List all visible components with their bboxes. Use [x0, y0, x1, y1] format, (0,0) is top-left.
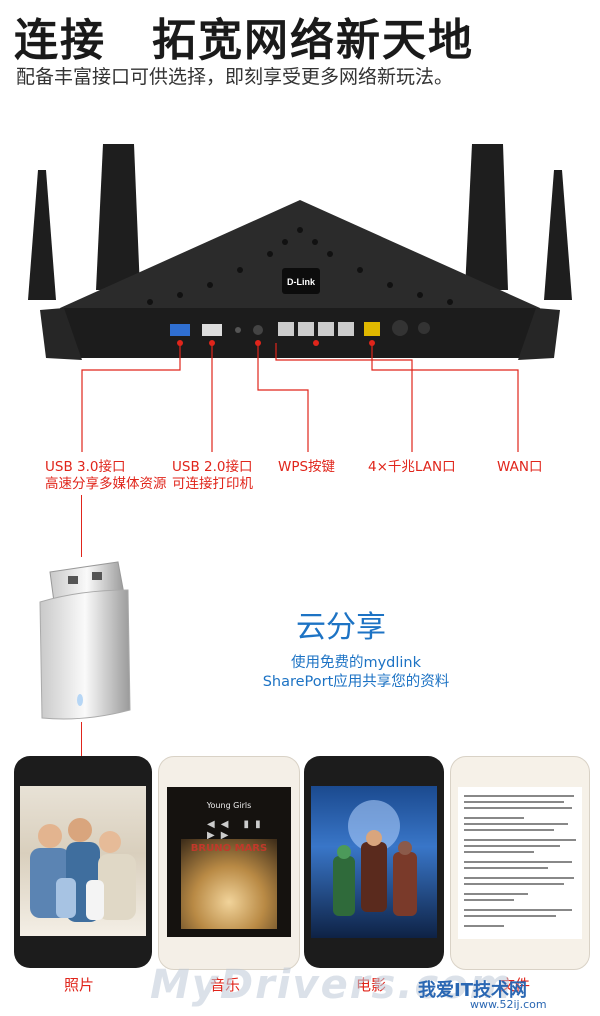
- page-subtitle: 配备丰富接口可供选择，即刻享受更多网络新玩法。: [16, 66, 454, 88]
- usb-callout-line: [81, 495, 82, 557]
- port-label-usb3: USB 3.0接口 高速分享多媒体资源: [45, 459, 167, 492]
- phone-music: Young Girls ◀◀ ▮▮ ▶▶ BRUNO MARS: [158, 756, 300, 970]
- movie-poster: [333, 800, 417, 916]
- cloud-share-description: 使用免费的mydlink SharePort应用共享您的资料: [262, 655, 450, 690]
- router-top: [60, 200, 540, 308]
- router-brand: D-Link: [287, 277, 316, 287]
- phone-movie: [304, 756, 444, 968]
- port-label-wan: WAN口: [497, 459, 543, 475]
- port-label-wps: WPS按键: [278, 459, 336, 475]
- lan-port-2: [298, 322, 314, 336]
- watermark-mydrivers: MyDrivers.com: [150, 962, 514, 1008]
- label-movie: 电影: [356, 976, 387, 994]
- album-artist: BRUNO MARS: [190, 843, 268, 854]
- antenna-left-outer: [28, 170, 56, 300]
- documents-screen: [458, 787, 582, 939]
- antenna-right-outer: [544, 170, 572, 300]
- watermark-site-url: www.52ij.com: [470, 998, 547, 1011]
- usb-callout-line-lower: [81, 722, 82, 756]
- usb3-port: [170, 324, 190, 336]
- antenna-right-inner: [465, 144, 508, 290]
- wps-button: [253, 325, 263, 335]
- label-documents: 文件: [500, 976, 531, 994]
- port-label-usb2: USB 2.0接口 可连接打印机: [172, 459, 253, 492]
- document-text-lines: [464, 795, 576, 927]
- song-title: Young Girls: [206, 801, 252, 810]
- logo-badge: [282, 268, 320, 294]
- playback-controls: ◀◀ ▮▮ ▶▶: [207, 819, 267, 841]
- lan-port-3: [318, 322, 334, 336]
- watermark-site-name: 我爱IT技术网: [418, 980, 527, 1001]
- callout-lines: [81, 343, 519, 452]
- port-label-lan: 4×千兆LAN口: [368, 459, 456, 475]
- phone-documents: [450, 756, 590, 970]
- antenna-left-inner: [96, 144, 140, 290]
- power-button: [392, 320, 408, 336]
- label-music: 音乐: [210, 976, 241, 994]
- wan-port: [364, 322, 380, 336]
- page-title: 连接 拓宽网络新天地: [14, 15, 474, 66]
- usb2-port: [202, 324, 222, 336]
- music-screen: Young Girls ◀◀ ▮▮ ▶▶ BRUNO MARS: [167, 787, 291, 937]
- usb-drive-image: [39, 561, 131, 720]
- family-photo: [30, 818, 136, 922]
- album-cover: BRUNO MARS: [181, 839, 277, 929]
- cloud-share-title: 云分享: [296, 610, 386, 645]
- movie-screen: [311, 786, 437, 938]
- photos-screen: [20, 786, 146, 936]
- lan-port-4: [338, 322, 354, 336]
- lan-port-1: [278, 322, 294, 336]
- phone-photos: [14, 756, 152, 968]
- label-photos: 照片: [64, 976, 95, 994]
